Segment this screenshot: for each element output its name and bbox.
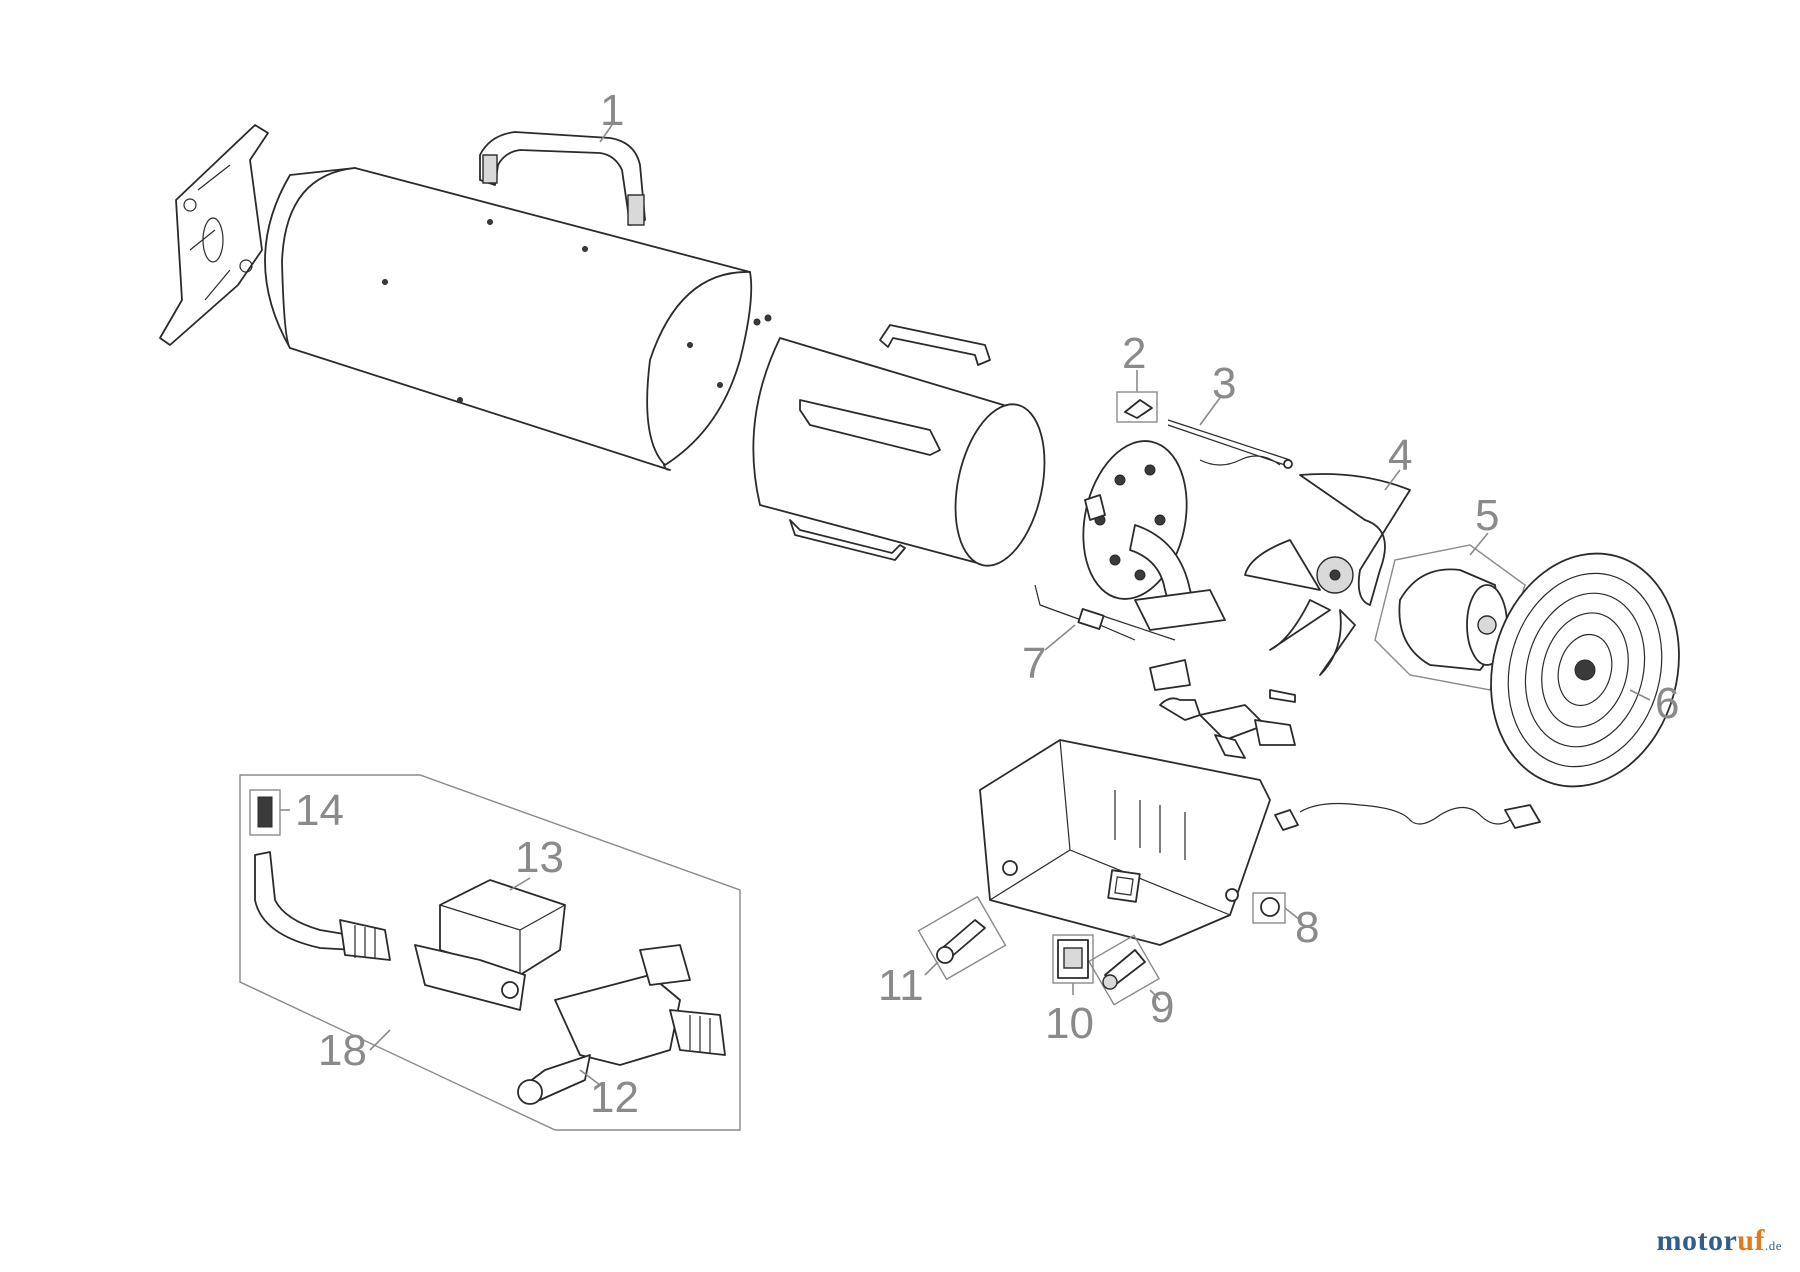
leader-lines: [280, 124, 1651, 1086]
combustion-chamber: [752, 314, 1046, 567]
front-fan-guard: [1490, 552, 1680, 788]
motoruf-logo[interactable]: motoruf.de: [1656, 1224, 1782, 1258]
callout-14: 14: [295, 786, 344, 835]
gas-valve-tee: [517, 944, 726, 1105]
cable-grommet: [1252, 892, 1286, 924]
thermostat-part: [1116, 391, 1158, 423]
callout-13: 13: [515, 833, 564, 882]
fan-blade: [1244, 473, 1411, 676]
piezo-igniter: [917, 895, 1007, 981]
callout-10: 10: [1045, 999, 1094, 1048]
rocker-switch: [1052, 934, 1094, 984]
gas-valve-assembly-frame: [239, 774, 741, 1131]
callout-18: 18: [318, 1026, 367, 1075]
valve-bracket: [1149, 659, 1296, 703]
carry-handle: [479, 131, 646, 226]
callout-4: 4: [1388, 431, 1412, 480]
thermocouple-wire: [1167, 419, 1293, 469]
logo-tld: .de: [1764, 1238, 1782, 1253]
callout-6: 6: [1655, 679, 1679, 728]
logo-text-uf: uf: [1737, 1224, 1765, 1257]
solenoid-valve-small: [1159, 697, 1296, 759]
rear-mounting-plate: [159, 124, 269, 346]
callout-1: 1: [600, 86, 624, 135]
gas-hose-connector: [254, 851, 391, 961]
callout-11: 11: [878, 961, 924, 1010]
callout-3: 3: [1212, 359, 1236, 408]
callout-5: 5: [1475, 491, 1499, 540]
base-housing: [979, 739, 1271, 946]
logo-text-motor: motor: [1656, 1224, 1738, 1257]
indicator-lamp: [1088, 934, 1160, 1006]
gas-inlet-fitting: [249, 789, 281, 836]
burner-plate-assembly: [1082, 440, 1226, 631]
power-cable: [1274, 802, 1541, 831]
callout-labels: 1 2 3 4 5 6 7 8 9 10 11 12 13 14 18: [295, 86, 1679, 1122]
callout-9: 9: [1150, 983, 1174, 1032]
solenoid-valve: [414, 879, 566, 1011]
callout-12: 12: [590, 1073, 639, 1122]
callout-7: 7: [1022, 639, 1046, 688]
outer-casing-cylinder: [264, 167, 753, 471]
callout-8: 8: [1295, 903, 1319, 952]
ignition-electrode: [1034, 584, 1176, 641]
callout-2: 2: [1122, 329, 1146, 378]
